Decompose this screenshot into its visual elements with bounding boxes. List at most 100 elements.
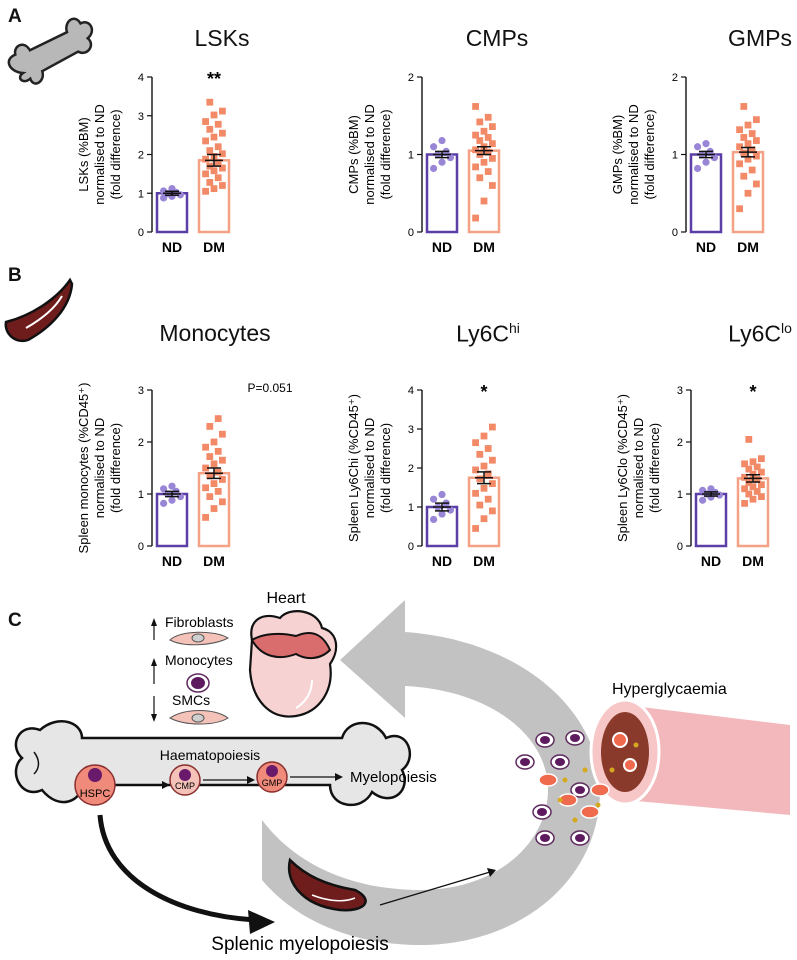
y-axis-label: (fold difference) xyxy=(642,109,657,199)
y-axis-label: Spleen monocytes (%CD45⁺) xyxy=(76,383,91,554)
data-point-dm xyxy=(748,130,756,137)
data-point-dm xyxy=(484,495,492,503)
data-point-dm xyxy=(472,163,479,171)
data-point-dm xyxy=(219,476,226,483)
spleen-shape xyxy=(287,857,367,912)
data-point-dm xyxy=(214,447,222,455)
y-axis-label: (fold difference) xyxy=(647,423,662,513)
y-tick-label: 0 xyxy=(408,541,414,553)
data-point-nd xyxy=(160,485,168,493)
spleen-illustration xyxy=(4,277,74,343)
haematopoiesis-label: Haematopoiesis xyxy=(160,747,260,763)
chart-title-ly6chi: Ly6Chi xyxy=(456,320,520,347)
category-label-dm: DM xyxy=(737,239,759,255)
data-point-dm xyxy=(472,489,479,497)
data-point-dm xyxy=(480,432,488,440)
data-point-nd xyxy=(699,486,707,494)
data-point-dm xyxy=(489,140,496,148)
y-tick-label: 3 xyxy=(138,111,144,123)
data-point-nd xyxy=(160,499,168,507)
hspc-label: HSPC xyxy=(80,788,111,800)
data-point-dm xyxy=(476,475,484,483)
data-point-dm xyxy=(740,103,748,110)
y-tick-label: 1 xyxy=(672,150,678,162)
data-point-dm xyxy=(476,137,484,144)
y-tick-label: 0 xyxy=(408,227,414,239)
data-point-dm xyxy=(748,146,756,154)
category-label-nd: ND xyxy=(432,553,452,569)
data-point-dm xyxy=(472,146,479,154)
data-point-nd xyxy=(710,154,718,162)
significance-annotation: * xyxy=(480,382,487,402)
data-point-dm xyxy=(480,484,488,492)
data-point-dm xyxy=(741,485,748,493)
data-point-dm xyxy=(744,155,752,163)
data-point-nd xyxy=(438,510,446,518)
y-axis-label: normalised to ND xyxy=(362,104,377,204)
data-point-nd xyxy=(430,495,438,503)
y-axis-label: normalised to ND xyxy=(362,418,377,518)
data-point-dm xyxy=(214,158,222,166)
y-tick-label: 4 xyxy=(408,385,414,397)
gmp-label: GMP xyxy=(262,778,283,788)
data-point-dm xyxy=(219,107,226,115)
arrow-spleen-to-blood xyxy=(379,871,491,906)
fibroblasts-label: Fibroblasts xyxy=(165,614,233,630)
smcs-label: SMCs xyxy=(172,692,210,708)
y-tick-label: 0 xyxy=(138,227,144,239)
gmp-cell: GMP xyxy=(256,761,288,793)
chart-title-lsk: LSKs xyxy=(194,25,250,51)
y-axis-label: normalised to ND xyxy=(92,418,107,518)
y-axis-label: LSKs (%BM) xyxy=(76,117,91,191)
data-point-dm xyxy=(749,458,757,466)
significance-annotation: ** xyxy=(207,69,221,89)
data-point-dm xyxy=(489,154,496,162)
data-point-dm xyxy=(210,133,218,141)
data-point-dm xyxy=(758,468,765,476)
y-axis-label: (fold difference) xyxy=(378,109,393,199)
y-axis-label: CMPs (%BM) xyxy=(346,115,361,194)
data-point-dm xyxy=(214,120,222,128)
data-point-dm xyxy=(736,160,743,168)
y-tick-label: 3 xyxy=(408,424,414,436)
data-point-dm xyxy=(753,463,761,471)
data-point-dm xyxy=(489,123,496,130)
data-point-nd xyxy=(694,164,702,173)
panel-label-a: A xyxy=(8,6,22,27)
arrow-bone-to-spleen xyxy=(97,814,256,923)
data-point-dm xyxy=(472,103,479,110)
data-point-dm xyxy=(206,472,214,480)
data-point-dm xyxy=(202,155,209,163)
data-point-nd xyxy=(438,490,446,499)
fibroblasts-item: Fibroblasts xyxy=(151,614,233,646)
data-point-dm xyxy=(472,525,479,532)
data-point-dm xyxy=(744,121,752,129)
data-point-dm xyxy=(484,148,492,156)
data-point-dm xyxy=(740,172,748,180)
data-point-dm xyxy=(210,505,218,512)
data-point-nd xyxy=(430,164,438,173)
chart-title-monocytes: Monocytes xyxy=(159,320,271,346)
data-point-dm xyxy=(753,137,760,144)
y-axis-label: Spleen Ly6Chi (%CD45⁺) xyxy=(346,394,361,542)
y-axis-label: Spleen Ly6Clo (%CD45⁺) xyxy=(615,394,630,542)
category-label-nd: ND xyxy=(696,239,716,255)
data-point-dm xyxy=(219,456,226,464)
data-point-dm xyxy=(480,158,488,166)
data-point-dm xyxy=(480,127,488,135)
y-axis-label: normalised to ND xyxy=(626,104,641,204)
data-point-dm xyxy=(484,168,492,175)
data-point-dm xyxy=(202,137,209,145)
data-point-dm xyxy=(210,480,218,487)
data-point-dm xyxy=(206,453,214,460)
data-point-nd xyxy=(446,506,454,514)
data-point-nd xyxy=(699,496,707,504)
y-axis-label: (fold difference) xyxy=(378,423,393,513)
data-point-dm xyxy=(202,443,209,451)
data-point-dm xyxy=(214,174,222,182)
data-point-dm xyxy=(476,501,484,509)
data-point-dm xyxy=(206,423,214,430)
data-point-dm xyxy=(476,450,484,458)
